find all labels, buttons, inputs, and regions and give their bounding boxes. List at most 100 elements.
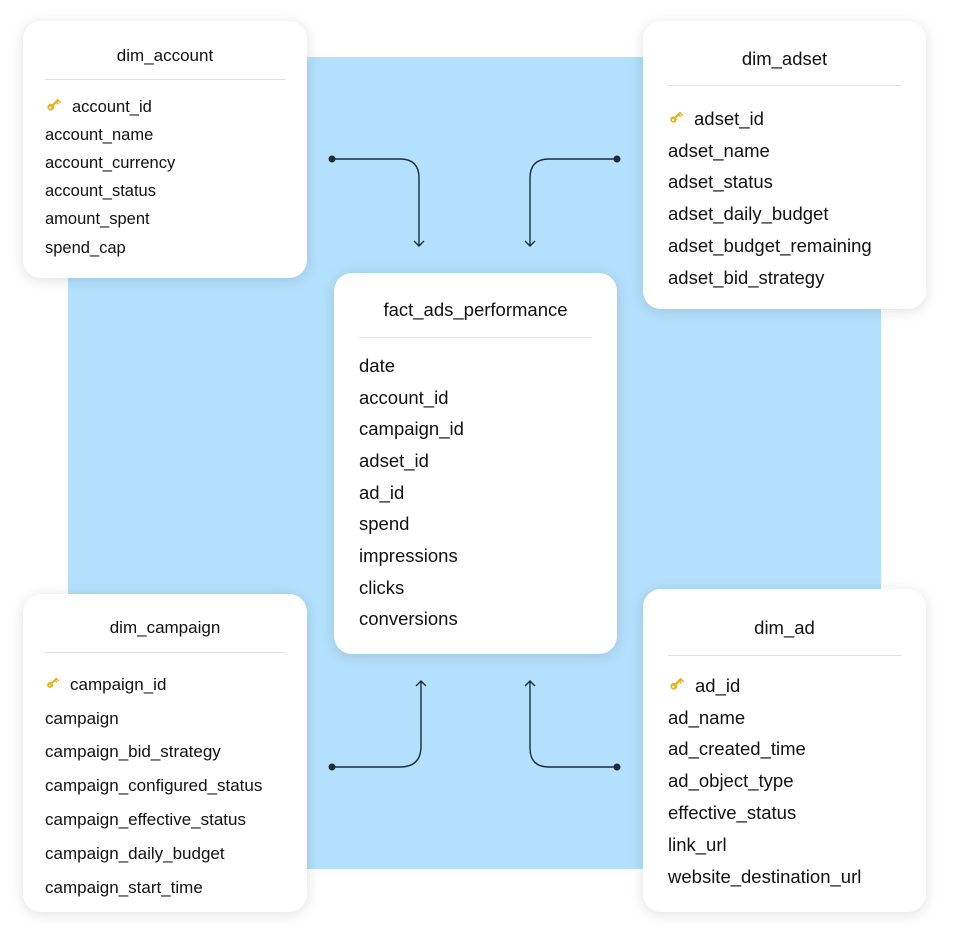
field-label: account_status (45, 182, 156, 201)
connector-ad-dot (613, 763, 621, 771)
field-row: website_destination_url (668, 861, 901, 893)
field-row: effective_status (668, 797, 901, 829)
field-row: link_url (668, 829, 901, 861)
field-row: campaign_id (45, 668, 285, 702)
field-label: ad_created_time (668, 738, 806, 760)
table-divider (45, 79, 285, 80)
table-dim-ad: dim_ad ad_id ad_name ad_created_time ad_obj… (643, 589, 926, 912)
field-label: spend (359, 513, 410, 535)
field-label: campaign_configured_status (45, 776, 263, 796)
field-row: account_status (45, 178, 285, 206)
field-list: ad_id ad_name ad_created_time ad_object_typ… (668, 656, 901, 893)
connector-adset-fact (524, 158, 617, 247)
field-label: adset_budget_remaining (668, 235, 872, 257)
field-row: adset_id (359, 445, 592, 477)
table-title: dim_adset (741, 48, 828, 69)
field-row: adset_id (668, 103, 901, 135)
field-row: account_id (45, 93, 285, 121)
field-row: ad_created_time (668, 734, 901, 766)
field-row: campaign (45, 702, 285, 736)
field-row: ad_name (668, 702, 901, 734)
table-title: dim_campaign (109, 618, 221, 637)
table-divider (359, 337, 592, 338)
field-label: account_id (359, 386, 449, 408)
field-label: website_destination_url (668, 865, 862, 887)
field-list: campaign_id campaign campaign_bid_strategy… (45, 653, 285, 905)
field-row: campaign_id (359, 413, 592, 445)
key-icon (45, 96, 62, 118)
field-row: ad_id (359, 477, 592, 509)
field-label: account_currency (45, 153, 176, 172)
field-label: account_id (72, 97, 152, 116)
field-label: impressions (359, 544, 458, 566)
field-label: account_name (45, 125, 154, 144)
table-title: dim_account (116, 46, 214, 65)
field-row: campaign_start_time (45, 871, 285, 905)
field-row: ad_id (668, 670, 901, 702)
field-label: ad_id (359, 481, 405, 503)
field-row: ad_object_type (668, 765, 901, 797)
field-label: adset_id (694, 107, 764, 129)
field-row: conversions (359, 604, 592, 636)
field-row: date (359, 350, 592, 382)
connector-campaign-dot (328, 763, 336, 771)
field-row: adset_name (668, 135, 901, 167)
field-row: campaign_bid_strategy (45, 736, 285, 770)
field-label: adset_daily_budget (668, 203, 829, 225)
field-label: campaign_id (70, 674, 167, 694)
connector-account-fact (332, 158, 425, 247)
field-label: campaign (45, 708, 119, 728)
table-divider (45, 652, 285, 653)
field-row: spend_cap (45, 234, 285, 262)
field-label: conversions (359, 608, 458, 630)
table-divider (668, 655, 901, 656)
field-label: ad_object_type (668, 770, 794, 792)
key-icon (45, 675, 60, 695)
table-title: fact_ads_performance (383, 299, 568, 320)
field-label: adset_name (668, 139, 770, 161)
field-label: adset_status (668, 171, 773, 193)
field-label: adset_id (359, 449, 429, 471)
field-row: amount_spent (45, 206, 285, 234)
field-label: amount_spent (45, 210, 150, 229)
field-row: campaign_configured_status (45, 769, 285, 803)
field-row: adset_status (668, 167, 901, 199)
field-label: campaign_id (359, 418, 464, 440)
field-label: link_url (668, 833, 727, 855)
field-label: campaign_start_time (45, 877, 203, 897)
field-row: adset_budget_remaining (668, 230, 901, 262)
key-icon (668, 675, 685, 697)
field-label: adset_bid_strategy (668, 266, 825, 288)
key-icon (668, 108, 684, 130)
field-label: spend_cap (45, 238, 126, 257)
field-label: effective_status (668, 802, 797, 824)
connector-campaign-fact (332, 680, 427, 768)
field-row: campaign_daily_budget (45, 837, 285, 871)
field-row: spend (359, 508, 592, 540)
field-row: impressions (359, 540, 592, 572)
field-label: campaign_effective_status (45, 810, 246, 830)
field-row: campaign_effective_status (45, 803, 285, 837)
field-label: clicks (359, 576, 405, 598)
connector-account-dot (328, 155, 336, 163)
table-divider (668, 85, 901, 86)
field-list: adset_id adset_name adset_status adset_dail… (668, 86, 901, 294)
field-label: ad_id (695, 674, 741, 696)
connector-adset-dot (613, 155, 621, 163)
field-row: account_currency (45, 149, 285, 177)
field-label: date (359, 354, 396, 376)
field-label: campaign_bid_strategy (45, 742, 221, 762)
field-row: account_id (359, 382, 592, 414)
table-dim-adset: dim_adset adset_id adset_name adset_status… (643, 21, 926, 309)
field-label: campaign_daily_budget (45, 843, 225, 863)
field-row: adset_bid_strategy (668, 262, 901, 294)
field-row: adset_daily_budget (668, 198, 901, 230)
field-row: clicks (359, 572, 592, 604)
field-row: account_name (45, 121, 285, 149)
table-title: dim_ad (754, 617, 815, 638)
connector-ad-fact (524, 680, 617, 768)
